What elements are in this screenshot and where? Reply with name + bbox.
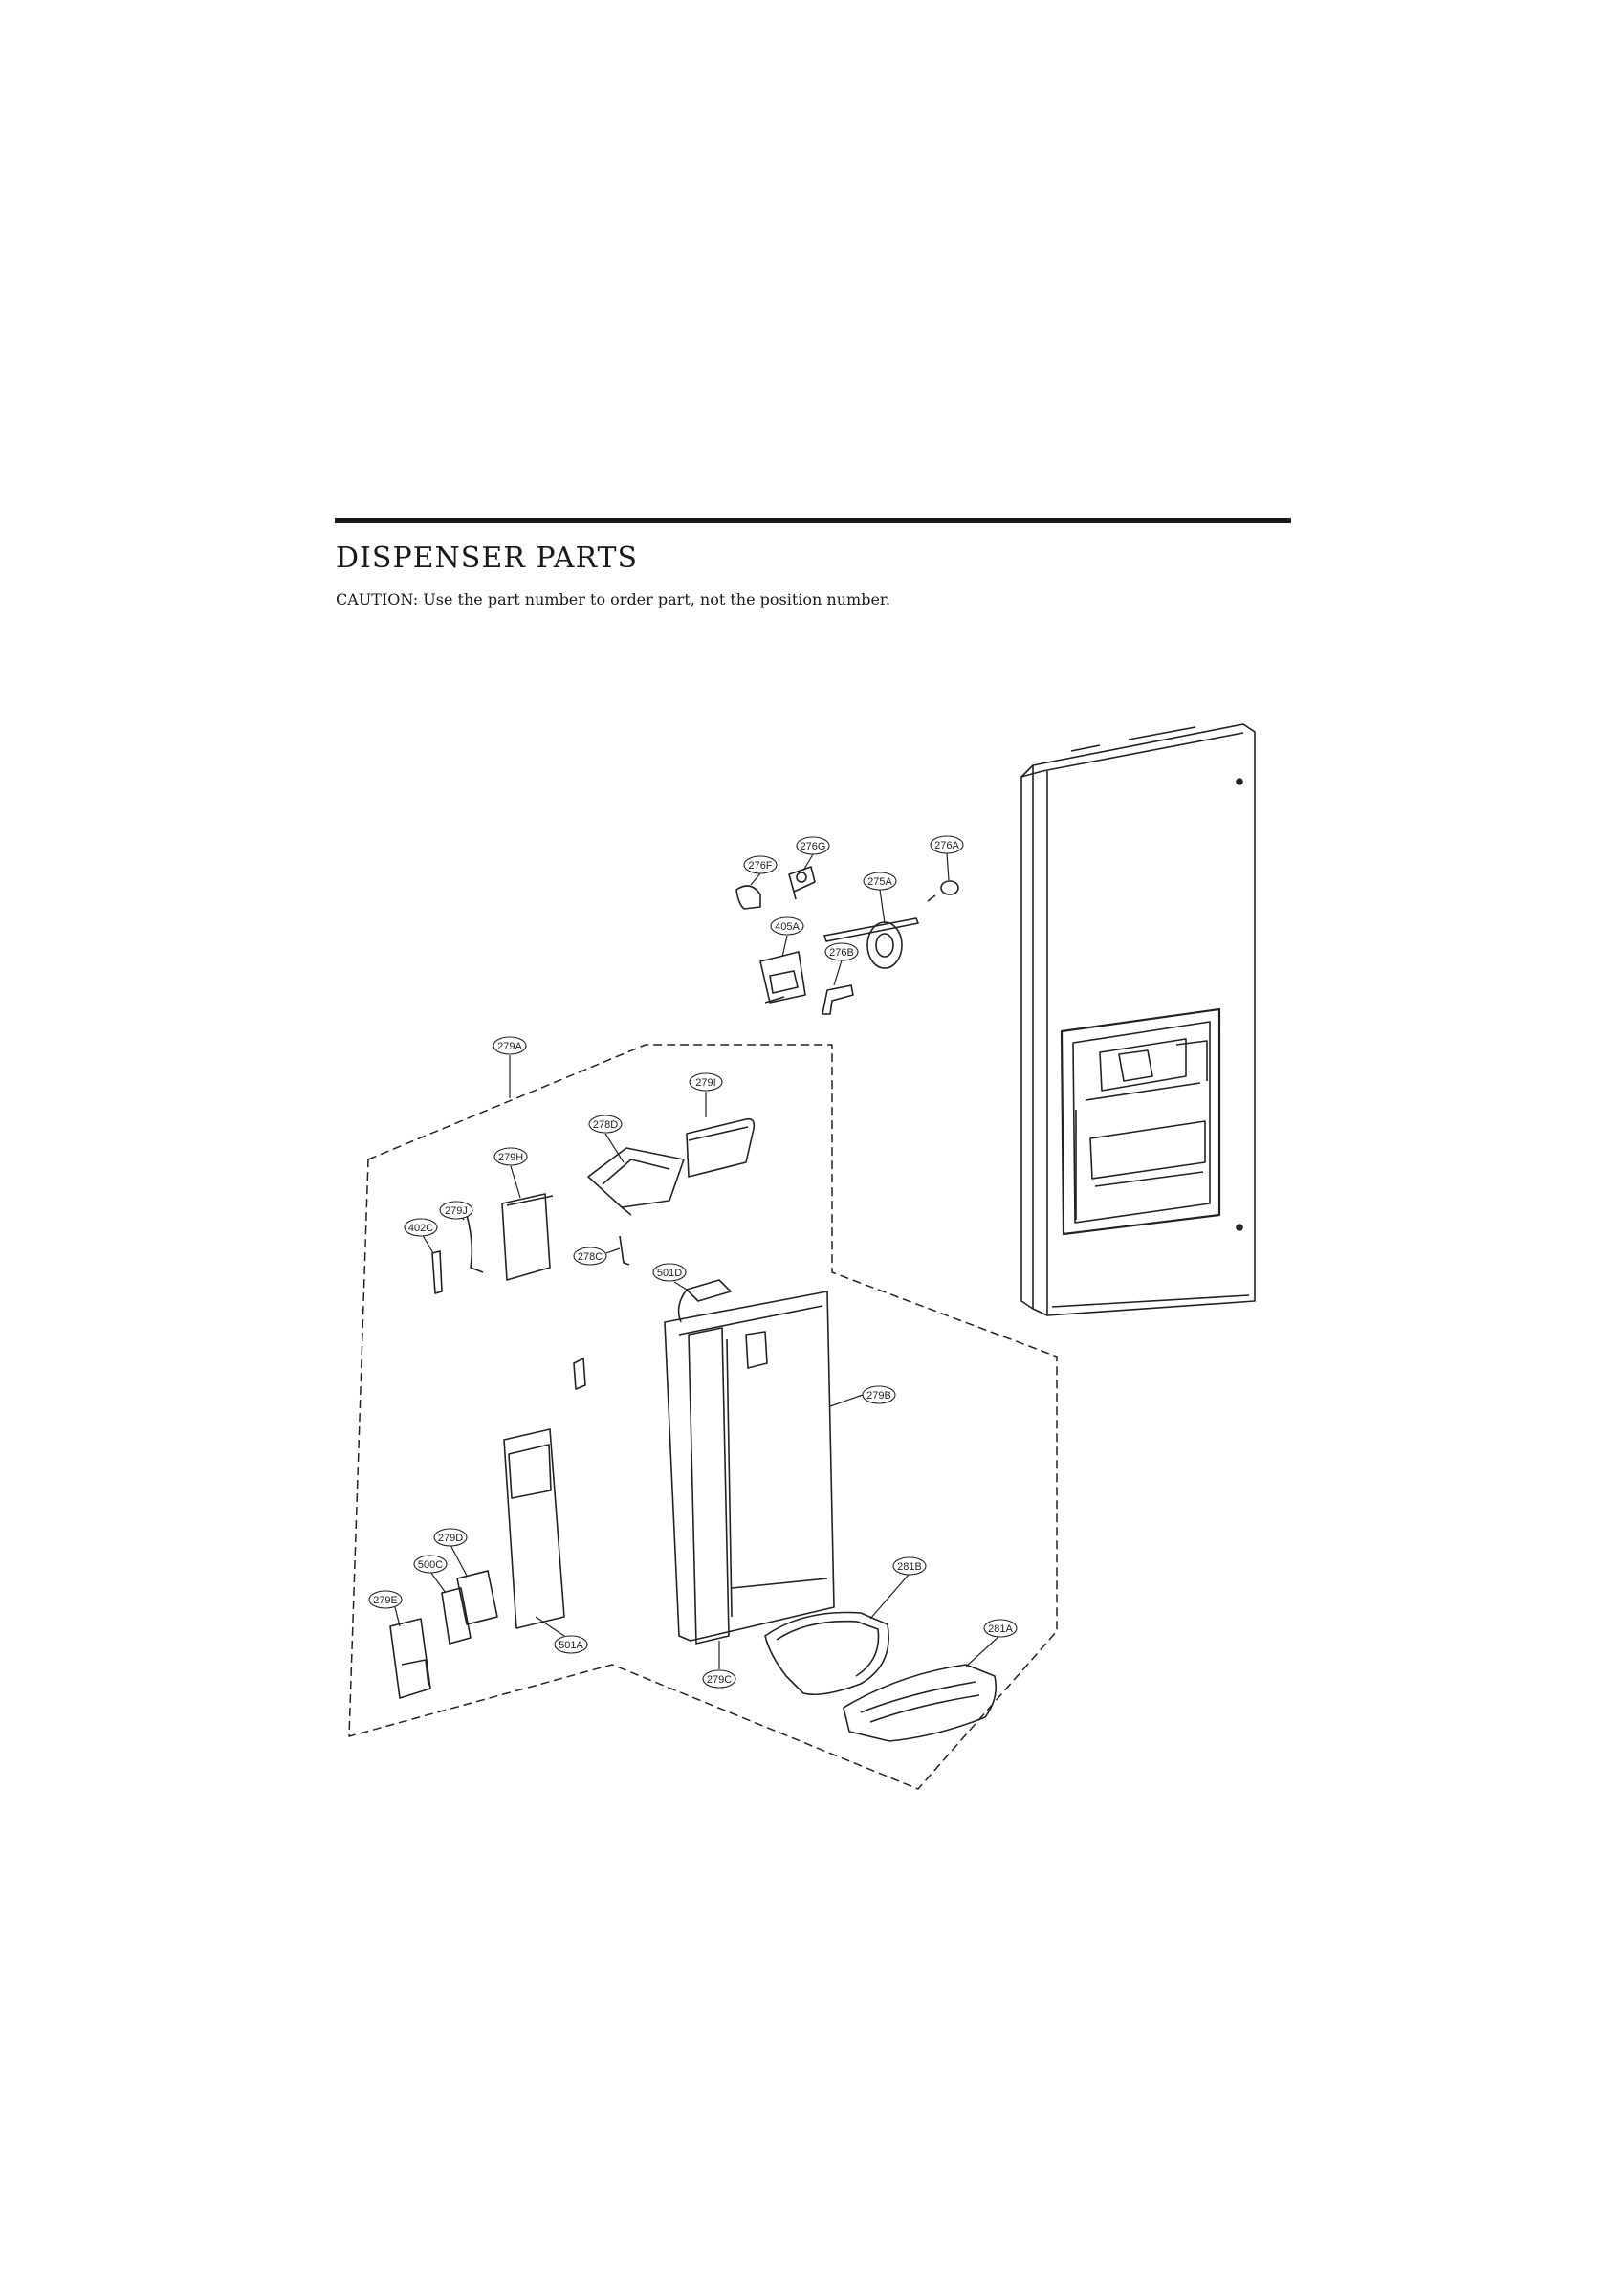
callout-label: 275A xyxy=(867,876,892,888)
callout-label: 279H xyxy=(498,1152,523,1163)
callout-label: 278D xyxy=(593,1119,618,1131)
callout-label: 279E xyxy=(373,1595,398,1606)
callout-label: 281A xyxy=(988,1623,1013,1635)
pcb-501d xyxy=(677,1279,732,1323)
callout-276a: 276A xyxy=(930,835,964,854)
switch-402c xyxy=(431,1250,443,1294)
callout-276b: 276B xyxy=(824,942,859,961)
callout-279e: 279E xyxy=(368,1590,403,1609)
callout-281b: 281B xyxy=(892,1556,927,1576)
housing-279h xyxy=(501,1193,554,1281)
grille-281a xyxy=(843,1664,998,1742)
callout-278c: 278C xyxy=(573,1247,607,1266)
actuator-405a xyxy=(759,951,806,1004)
header-rule xyxy=(335,518,1291,523)
callout-label: 276G xyxy=(801,841,826,852)
spring-279j xyxy=(466,1214,484,1273)
callout-279h: 279H xyxy=(493,1147,528,1166)
cover-279i xyxy=(686,1117,756,1178)
callout-label: 279I xyxy=(695,1077,715,1089)
callout-279j: 279J xyxy=(439,1201,473,1220)
leader-lines xyxy=(394,852,1000,1669)
callout-label: 279C xyxy=(707,1674,732,1686)
display-frame-279b xyxy=(664,1291,835,1642)
switch-279e xyxy=(389,1618,431,1699)
callout-405a: 405A xyxy=(770,916,804,936)
callout-label: 278C xyxy=(578,1251,603,1263)
callout-279c: 279C xyxy=(702,1669,736,1689)
keypad-501a xyxy=(503,1428,565,1629)
bracket-279d xyxy=(456,1570,498,1625)
callout-label: 501D xyxy=(657,1268,682,1279)
callout-501a: 501A xyxy=(554,1635,588,1654)
page-title: DISPENSER PARTS xyxy=(336,541,639,575)
clip-small xyxy=(573,1358,586,1390)
callout-label: 402C xyxy=(408,1223,433,1234)
cap-276a xyxy=(927,880,959,902)
callout-279i: 279I xyxy=(689,1072,723,1092)
callout-278d: 278D xyxy=(588,1115,623,1134)
lever-276b xyxy=(822,984,854,1015)
callout-276f: 276F xyxy=(743,855,778,874)
callout-275a: 275A xyxy=(863,872,897,891)
callout-label: 405A xyxy=(775,921,800,933)
callout-label: 501A xyxy=(559,1640,583,1651)
callout-500c: 500C xyxy=(413,1555,448,1574)
tray-281b xyxy=(764,1611,889,1696)
door-panel xyxy=(1020,723,1256,1316)
callout-279d: 279D xyxy=(433,1528,468,1547)
chute-278d xyxy=(587,1147,685,1216)
callout-label: 279D xyxy=(438,1533,463,1544)
callout-label: 279A xyxy=(497,1041,522,1052)
callout-label: 500C xyxy=(418,1559,443,1571)
panel-279c xyxy=(688,1327,730,1645)
valve-assembly-276g xyxy=(788,866,816,900)
lever-278c xyxy=(619,1235,630,1266)
callout-label: 279B xyxy=(866,1390,891,1402)
callout-label: 281B xyxy=(897,1561,922,1573)
callout-501d: 501D xyxy=(652,1263,687,1282)
clip-276f xyxy=(735,885,761,910)
callout-label: 276B xyxy=(829,947,854,959)
callout-label: 279J xyxy=(445,1205,468,1217)
callout-label: 276F xyxy=(748,860,772,872)
caution-note: CAUTION: Use the part number to order pa… xyxy=(336,590,890,608)
callout-281a: 281A xyxy=(983,1619,1018,1638)
callout-279a: 279A xyxy=(493,1036,527,1055)
callout-276g: 276G xyxy=(796,836,830,855)
board-500c xyxy=(441,1587,472,1645)
callout-279b: 279B xyxy=(862,1385,896,1404)
callout-label: 276A xyxy=(934,840,959,851)
kit-boundary xyxy=(348,1044,1058,1790)
callout-402c: 402C xyxy=(404,1218,438,1237)
